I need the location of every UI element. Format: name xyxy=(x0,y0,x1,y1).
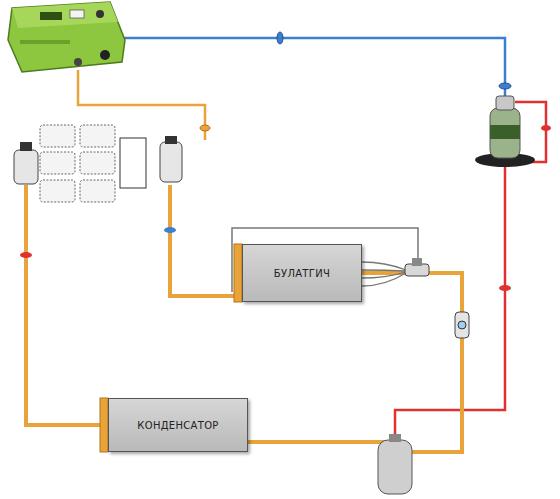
red-pipe xyxy=(395,165,505,440)
pipe-marker xyxy=(541,125,551,131)
orange-pipe xyxy=(170,185,240,296)
refrigerant-cylinder xyxy=(475,96,535,167)
pipe-marker xyxy=(499,83,511,89)
pipe-marker xyxy=(20,252,32,258)
header-bar xyxy=(100,398,108,452)
compressor-unit xyxy=(40,125,146,202)
sight-glass xyxy=(455,312,469,338)
pipe-marker xyxy=(164,227,176,233)
component-label: КОНДЕНСАТОР xyxy=(137,420,218,431)
pipe-marker xyxy=(200,125,210,131)
pipe-marker xyxy=(499,285,511,291)
expansion-valve xyxy=(405,258,429,276)
component-label: БУЛАТГИЧ xyxy=(274,268,330,279)
blue-pipe xyxy=(122,38,505,98)
service-valve xyxy=(14,136,182,184)
header-bar xyxy=(234,244,242,302)
orange-pipe xyxy=(26,185,108,425)
pipe-marker xyxy=(277,32,283,44)
distributor xyxy=(362,262,406,286)
control-unit xyxy=(8,2,125,72)
component-box: БУЛАТГИЧ xyxy=(242,244,362,302)
component-box: КОНДЕНСАТОР xyxy=(108,398,248,452)
receiver-tank xyxy=(378,434,412,494)
